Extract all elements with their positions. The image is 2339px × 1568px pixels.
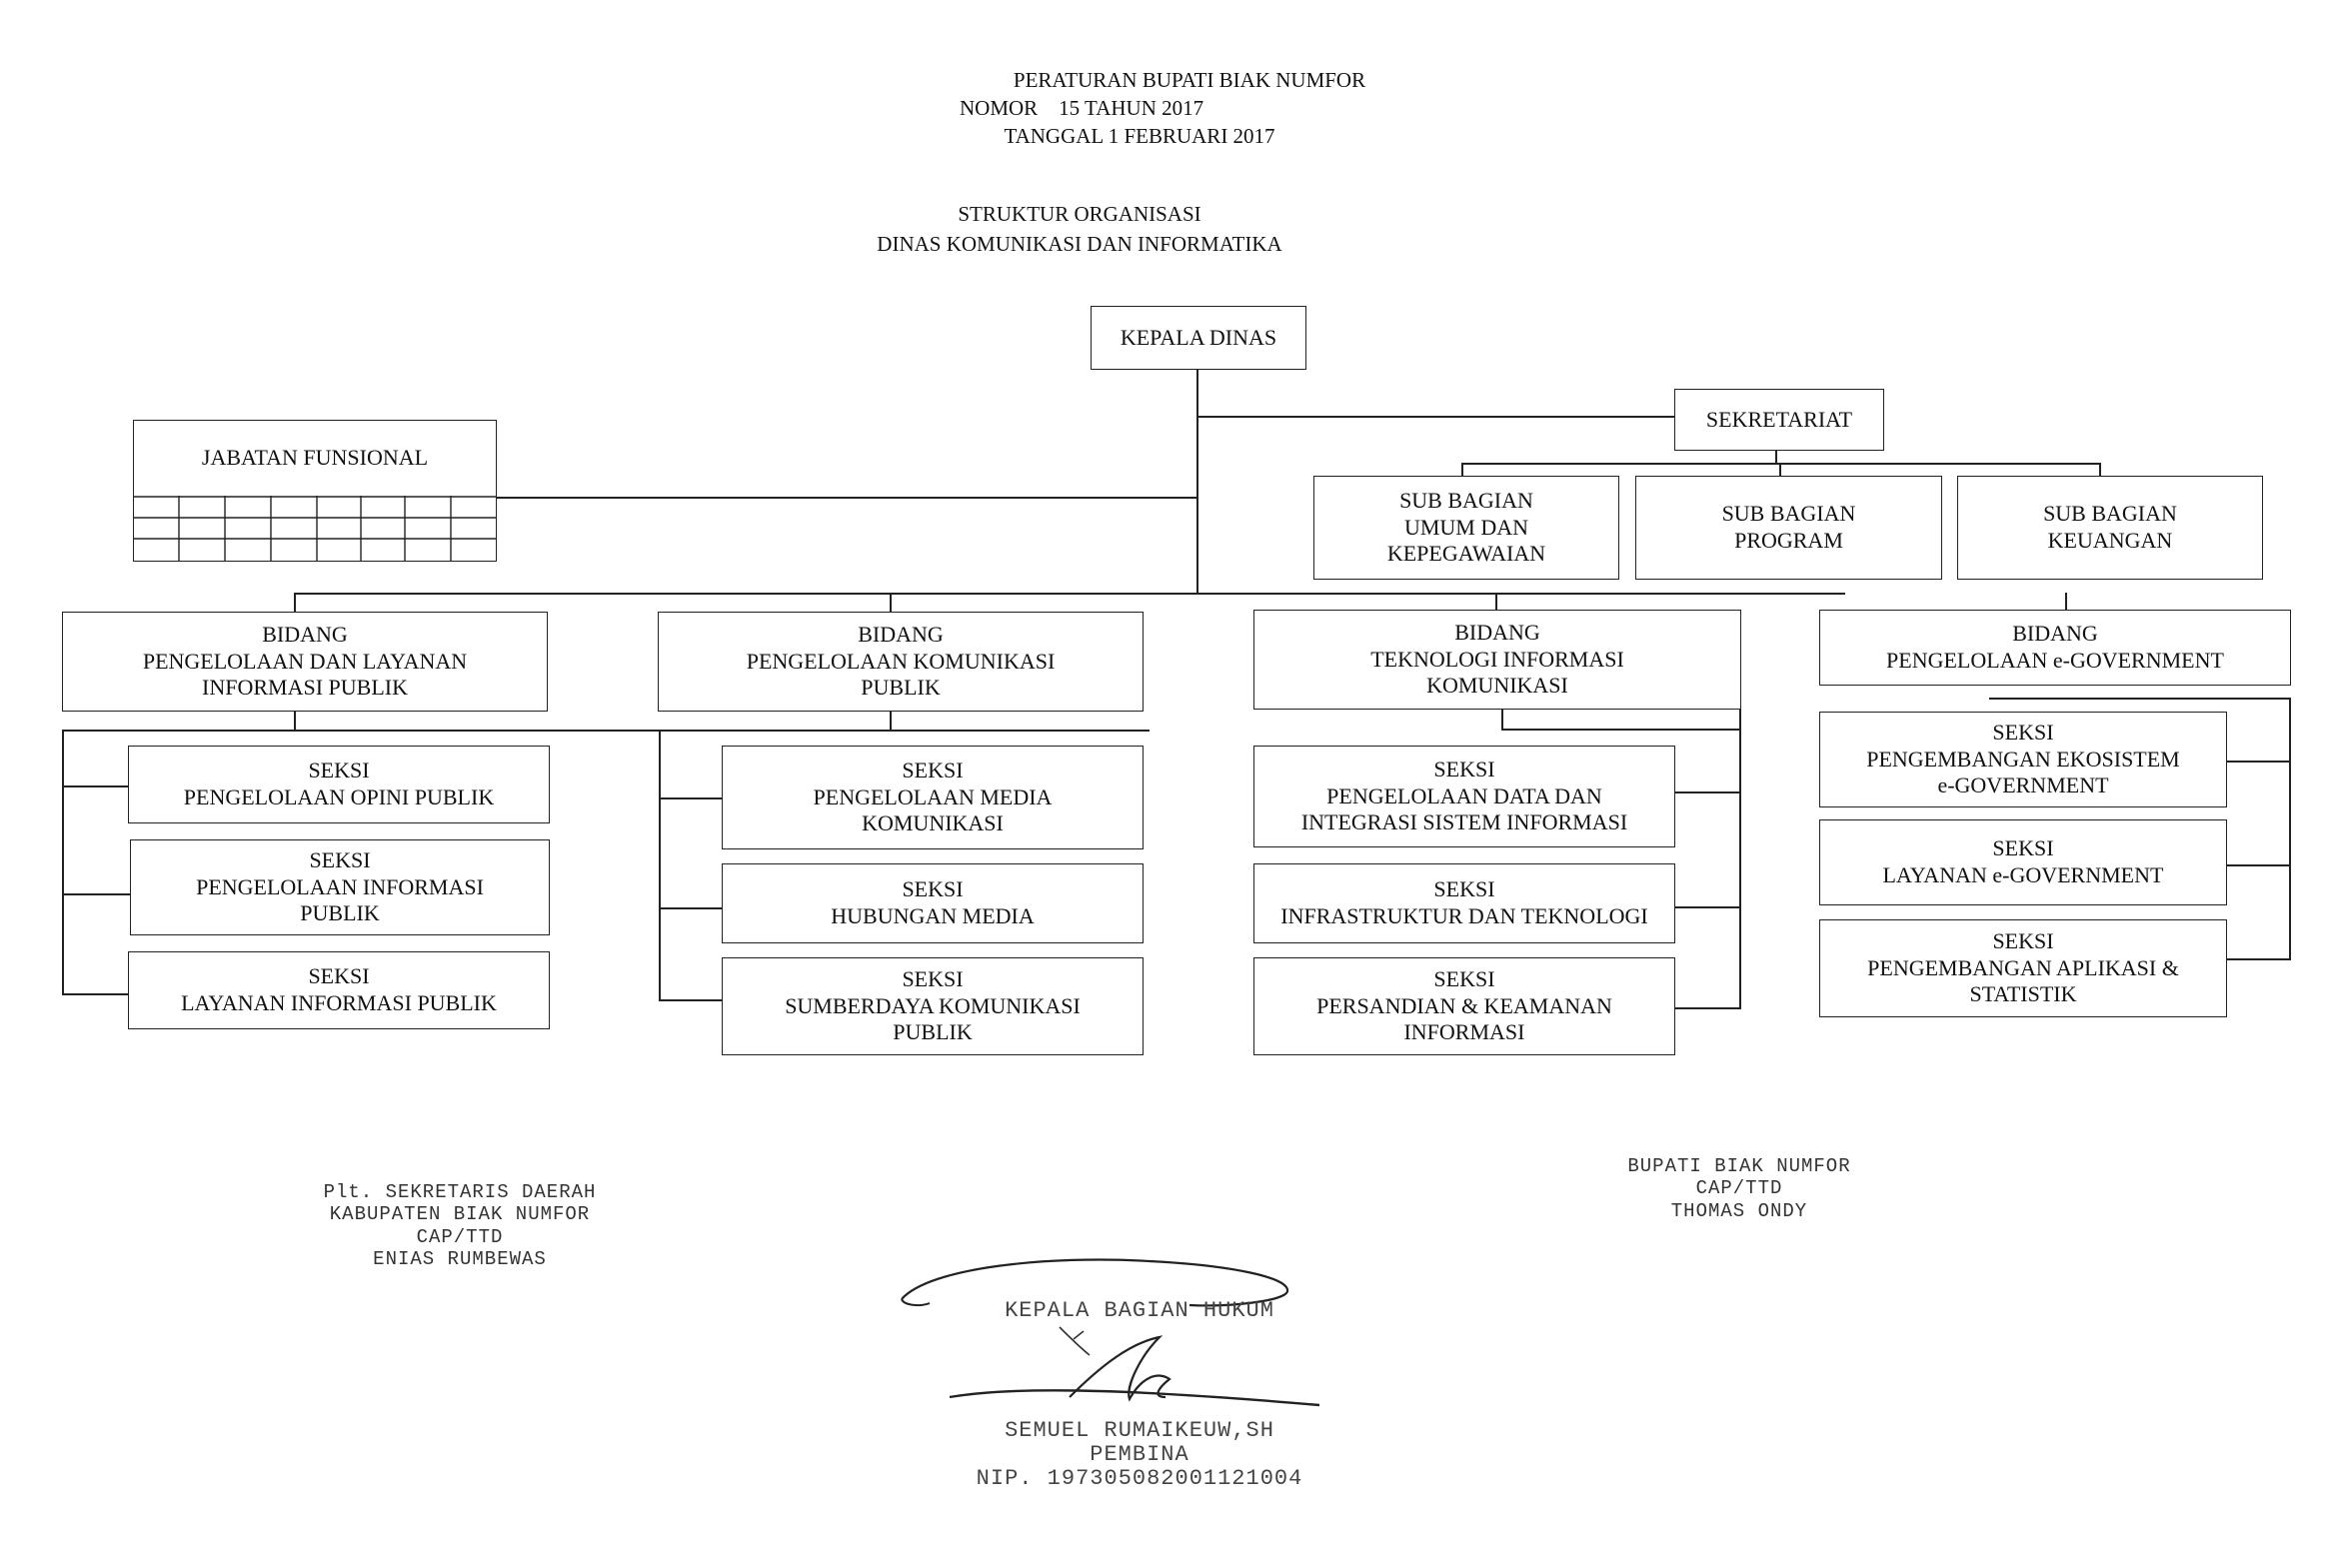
connector bbox=[294, 712, 296, 731]
kepala-bagian-hukum-name: SEMUEL RUMAIKEUW,SH PEMBINA NIP. 1973050… bbox=[976, 1418, 1303, 1492]
connector bbox=[2289, 698, 2291, 960]
bidang-teknologi-informasi-box: BIDANG TEKNOLOGI INFORMASI KOMUNIKASI bbox=[1253, 610, 1741, 710]
connector bbox=[1675, 1007, 1741, 1009]
connector bbox=[1501, 729, 1741, 731]
connector bbox=[1461, 463, 1463, 478]
sub-bagian-umum-box: SUB BAGIAN UMUM DAN KEPEGAWAIAN bbox=[1313, 476, 1619, 580]
connector bbox=[659, 907, 724, 909]
connector bbox=[2065, 593, 2067, 610]
connector bbox=[1501, 710, 1503, 730]
connector bbox=[659, 999, 724, 1001]
connector bbox=[1196, 368, 1198, 594]
bidang-e-government-box: BIDANG PENGELOLAAN e-GOVERNMENT bbox=[1819, 610, 2291, 686]
regulation-title: PERATURAN BUPATI BIAK NUMFOR bbox=[1013, 68, 1366, 92]
seksi-aplikasi-statistik-box: SEKSI PENGEMBANGAN APLIKASI & STATISTIK bbox=[1819, 919, 2227, 1017]
connector bbox=[62, 893, 130, 895]
chart-title-line1: STRUKTUR ORGANISASI bbox=[958, 202, 1201, 226]
connector bbox=[1196, 416, 1674, 418]
connector bbox=[2227, 864, 2291, 866]
bidang-komunikasi-publik-box: BIDANG PENGELOLAAN KOMUNIKASI PUBLIK bbox=[658, 612, 1144, 712]
jabatan-grid bbox=[133, 496, 497, 562]
regulation-date: TANGGAL 1 FEBRUARI 2017 bbox=[1004, 124, 1275, 148]
seksi-sumberdaya-komunikasi-box: SEKSI SUMBERDAYA KOMUNIKASI PUBLIK bbox=[722, 957, 1144, 1055]
connector bbox=[1675, 906, 1741, 908]
connector bbox=[2099, 463, 2101, 478]
connector bbox=[1461, 463, 2101, 465]
connector bbox=[495, 497, 1197, 499]
connector bbox=[62, 785, 128, 787]
seksi-infrastruktur-box: SEKSI INFRASTRUKTUR DAN TEKNOLOGI bbox=[1253, 863, 1675, 943]
sub-bagian-program-box: SUB BAGIAN PROGRAM bbox=[1635, 476, 1942, 580]
seksi-persandian-box: SEKSI PERSANDIAN & KEAMANAN INFORMASI bbox=[1253, 957, 1675, 1055]
connector bbox=[890, 593, 892, 613]
connector bbox=[294, 593, 296, 613]
connector bbox=[659, 730, 661, 1001]
connector bbox=[62, 730, 64, 995]
handwritten-signature bbox=[901, 1258, 1320, 1407]
connector bbox=[1495, 593, 1497, 611]
connector bbox=[2227, 958, 2291, 960]
sekretariat-box: SEKRETARIAT bbox=[1674, 389, 1884, 451]
connector bbox=[1989, 698, 2291, 700]
sub-bagian-keuangan-box: SUB BAGIAN KEUANGAN bbox=[1957, 476, 2263, 580]
signature-bupati: BUPATI BIAK NUMFOR CAP/TTD THOMAS ONDY bbox=[1627, 1155, 1851, 1222]
connector bbox=[1779, 463, 1781, 478]
seksi-ekosistem-egov-box: SEKSI PENGEMBANGAN EKOSISTEM e-GOVERNMEN… bbox=[1819, 712, 2227, 807]
connector bbox=[2227, 761, 2291, 763]
kepala-bagian-hukum-title: KEPALA BAGIAN HUKUM bbox=[1005, 1298, 1274, 1323]
connector bbox=[62, 730, 1150, 732]
seksi-media-komunikasi-box: SEKSI PENGELOLAAN MEDIA KOMUNIKASI bbox=[722, 746, 1144, 849]
connector bbox=[62, 993, 130, 995]
connector bbox=[1739, 706, 1741, 1009]
seksi-layanan-egov-box: SEKSI LAYANAN e-GOVERNMENT bbox=[1819, 819, 2227, 905]
connector bbox=[294, 593, 1845, 595]
seksi-data-integrasi-box: SEKSI PENGELOLAAN DATA DAN INTEGRASI SIS… bbox=[1253, 746, 1675, 847]
bidang-informasi-publik-box: BIDANG PENGELOLAAN DAN LAYANAN INFORMASI… bbox=[62, 612, 548, 712]
connector bbox=[497, 497, 499, 499]
seksi-hubungan-media-box: SEKSI HUBUNGAN MEDIA bbox=[722, 863, 1144, 943]
kepala-dinas-box: KEPALA DINAS bbox=[1091, 306, 1306, 370]
connector bbox=[1775, 448, 1777, 464]
connector bbox=[890, 712, 892, 731]
chart-title-line2: DINAS KOMUNIKASI DAN INFORMATIKA bbox=[877, 232, 1282, 256]
signature-sekda: Plt. SEKRETARIS DAERAH KABUPATEN BIAK NU… bbox=[323, 1181, 597, 1271]
jabatan-fungsional-label: JABATAN FUNSIONAL bbox=[201, 445, 429, 470]
connector bbox=[1675, 791, 1741, 793]
seksi-layanan-informasi-box: SEKSI LAYANAN INFORMASI PUBLIK bbox=[128, 951, 550, 1029]
regulation-number: NOMOR 15 TAHUN 2017 bbox=[960, 96, 1204, 120]
connector bbox=[659, 797, 724, 799]
seksi-opini-publik-box: SEKSI PENGELOLAAN OPINI PUBLIK bbox=[128, 746, 550, 823]
seksi-pengelolaan-informasi-box: SEKSI PENGELOLAAN INFORMASI PUBLIK bbox=[130, 839, 550, 935]
